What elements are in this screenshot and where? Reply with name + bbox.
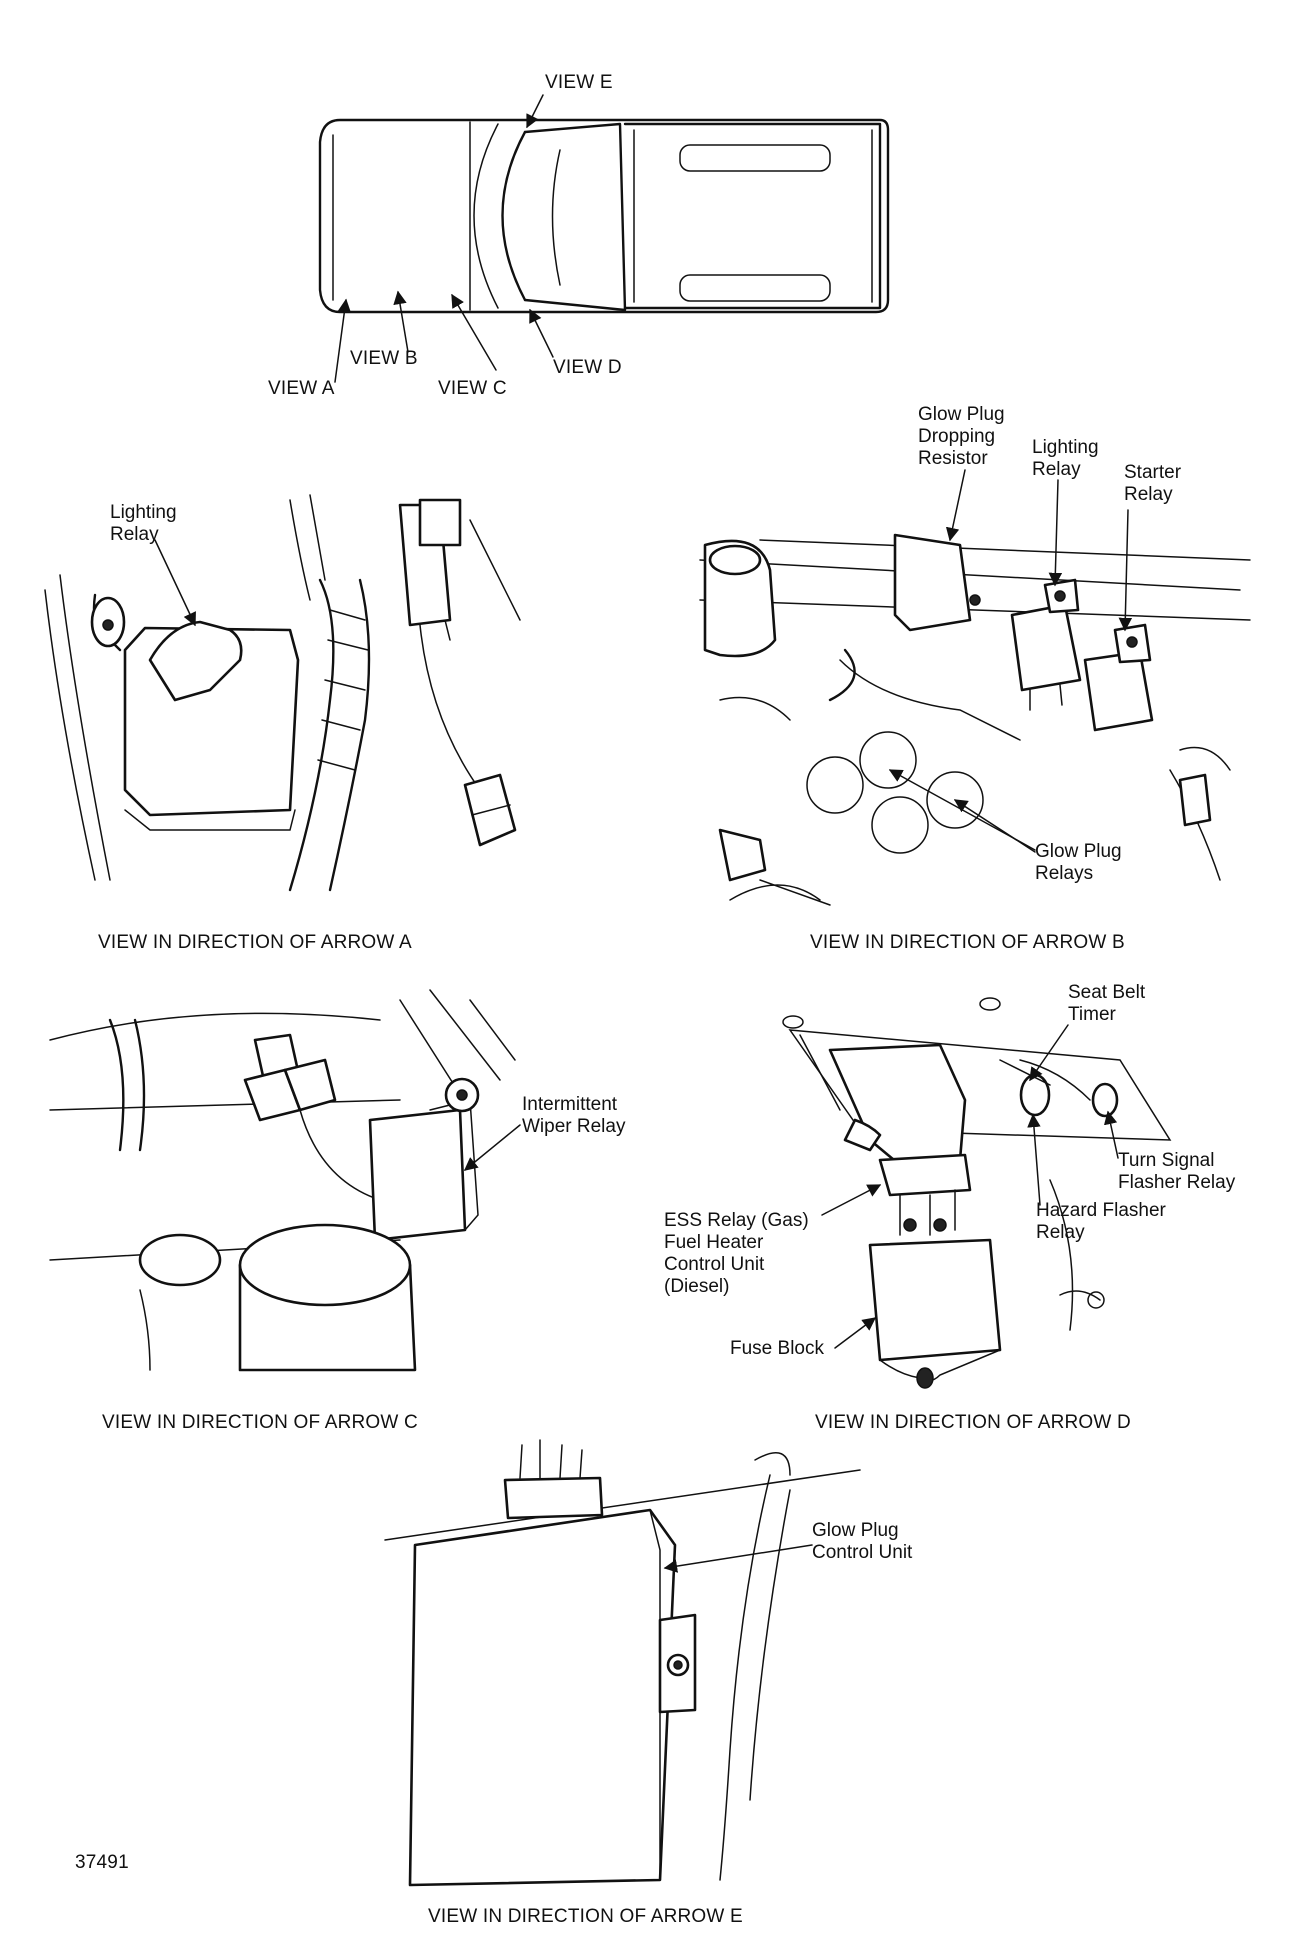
wiper-relay-label: Intermittent Wiper Relay [522,1094,626,1137]
panel-a-illustration [44,494,521,892]
glow-plug-control-unit-label: Glow Plug Control Unit [812,1520,913,1563]
view-b-arrow [393,290,409,353]
lighting-relay-b-arrow [1048,479,1063,587]
wiper-relay-arrow [463,1124,521,1171]
view-c-arrow [451,293,497,371]
panel-a-caption: VIEW IN DIRECTION OF ARROW A [98,932,412,953]
panel-d-illustration [782,997,1172,1389]
view-b-label: VIEW B [350,348,418,369]
lighting-relay-b-label: Lighting Relay [1032,437,1099,480]
view-a-label: VIEW A [268,378,335,399]
starter-relay-label: Starter Relay [1124,462,1182,505]
glow-plug-control-unit-arrow [663,1544,813,1573]
seat-belt-timer-arrow [1029,1024,1069,1082]
glow-plug-relays-label: Glow Plug Relays [1035,841,1122,884]
figure-number: 37491 [75,1852,129,1873]
view-d-label: VIEW D [553,357,622,378]
panel-c-illustration [49,989,516,1372]
ess-relay-label: ESS Relay (Gas) Fuel Heater Control Unit… [664,1210,809,1297]
panel-b-caption: VIEW IN DIRECTION OF ARROW B [810,932,1125,953]
fuse-block-arrow [834,1317,877,1349]
glow-plug-relay-arrow-2 [953,799,1036,853]
panel-b-illustration [699,533,1251,906]
truck-view-arrows [334,94,554,383]
fuse-block-label: Fuse Block [730,1338,824,1359]
panel-c-caption: VIEW IN DIRECTION OF ARROW C [102,1412,418,1433]
view-d-arrow [529,308,554,358]
hazard-flasher-arrow [1027,1113,1041,1206]
ess-relay-arrow [821,1184,882,1216]
lighting-relay-a-label: Lighting Relay [110,502,177,545]
hazard-flasher-label: Hazard Flasher Relay [1036,1200,1166,1243]
turn-signal-flasher-arrow [1103,1110,1119,1159]
view-c-label: VIEW C [438,378,507,399]
panel-d-caption: VIEW IN DIRECTION OF ARROW D [815,1412,1131,1433]
turn-signal-flasher-label: Turn Signal Flasher Relay [1118,1150,1236,1193]
view-e-arrow [526,94,544,129]
dropping-resistor-label: Glow Plug Dropping Resistor [918,404,1005,469]
truck-top-view [318,118,890,314]
panel-e-caption: VIEW IN DIRECTION OF ARROW E [428,1906,743,1927]
panel-e-illustration [384,1439,861,1887]
lighting-relay-a-arrow [154,539,196,627]
starter-relay-arrow [1118,509,1133,632]
dropping-resistor-arrow [945,469,966,542]
view-a-arrow [334,298,352,383]
seat-belt-timer-label: Seat Belt Timer [1068,982,1146,1025]
view-e-label: VIEW E [545,72,613,93]
